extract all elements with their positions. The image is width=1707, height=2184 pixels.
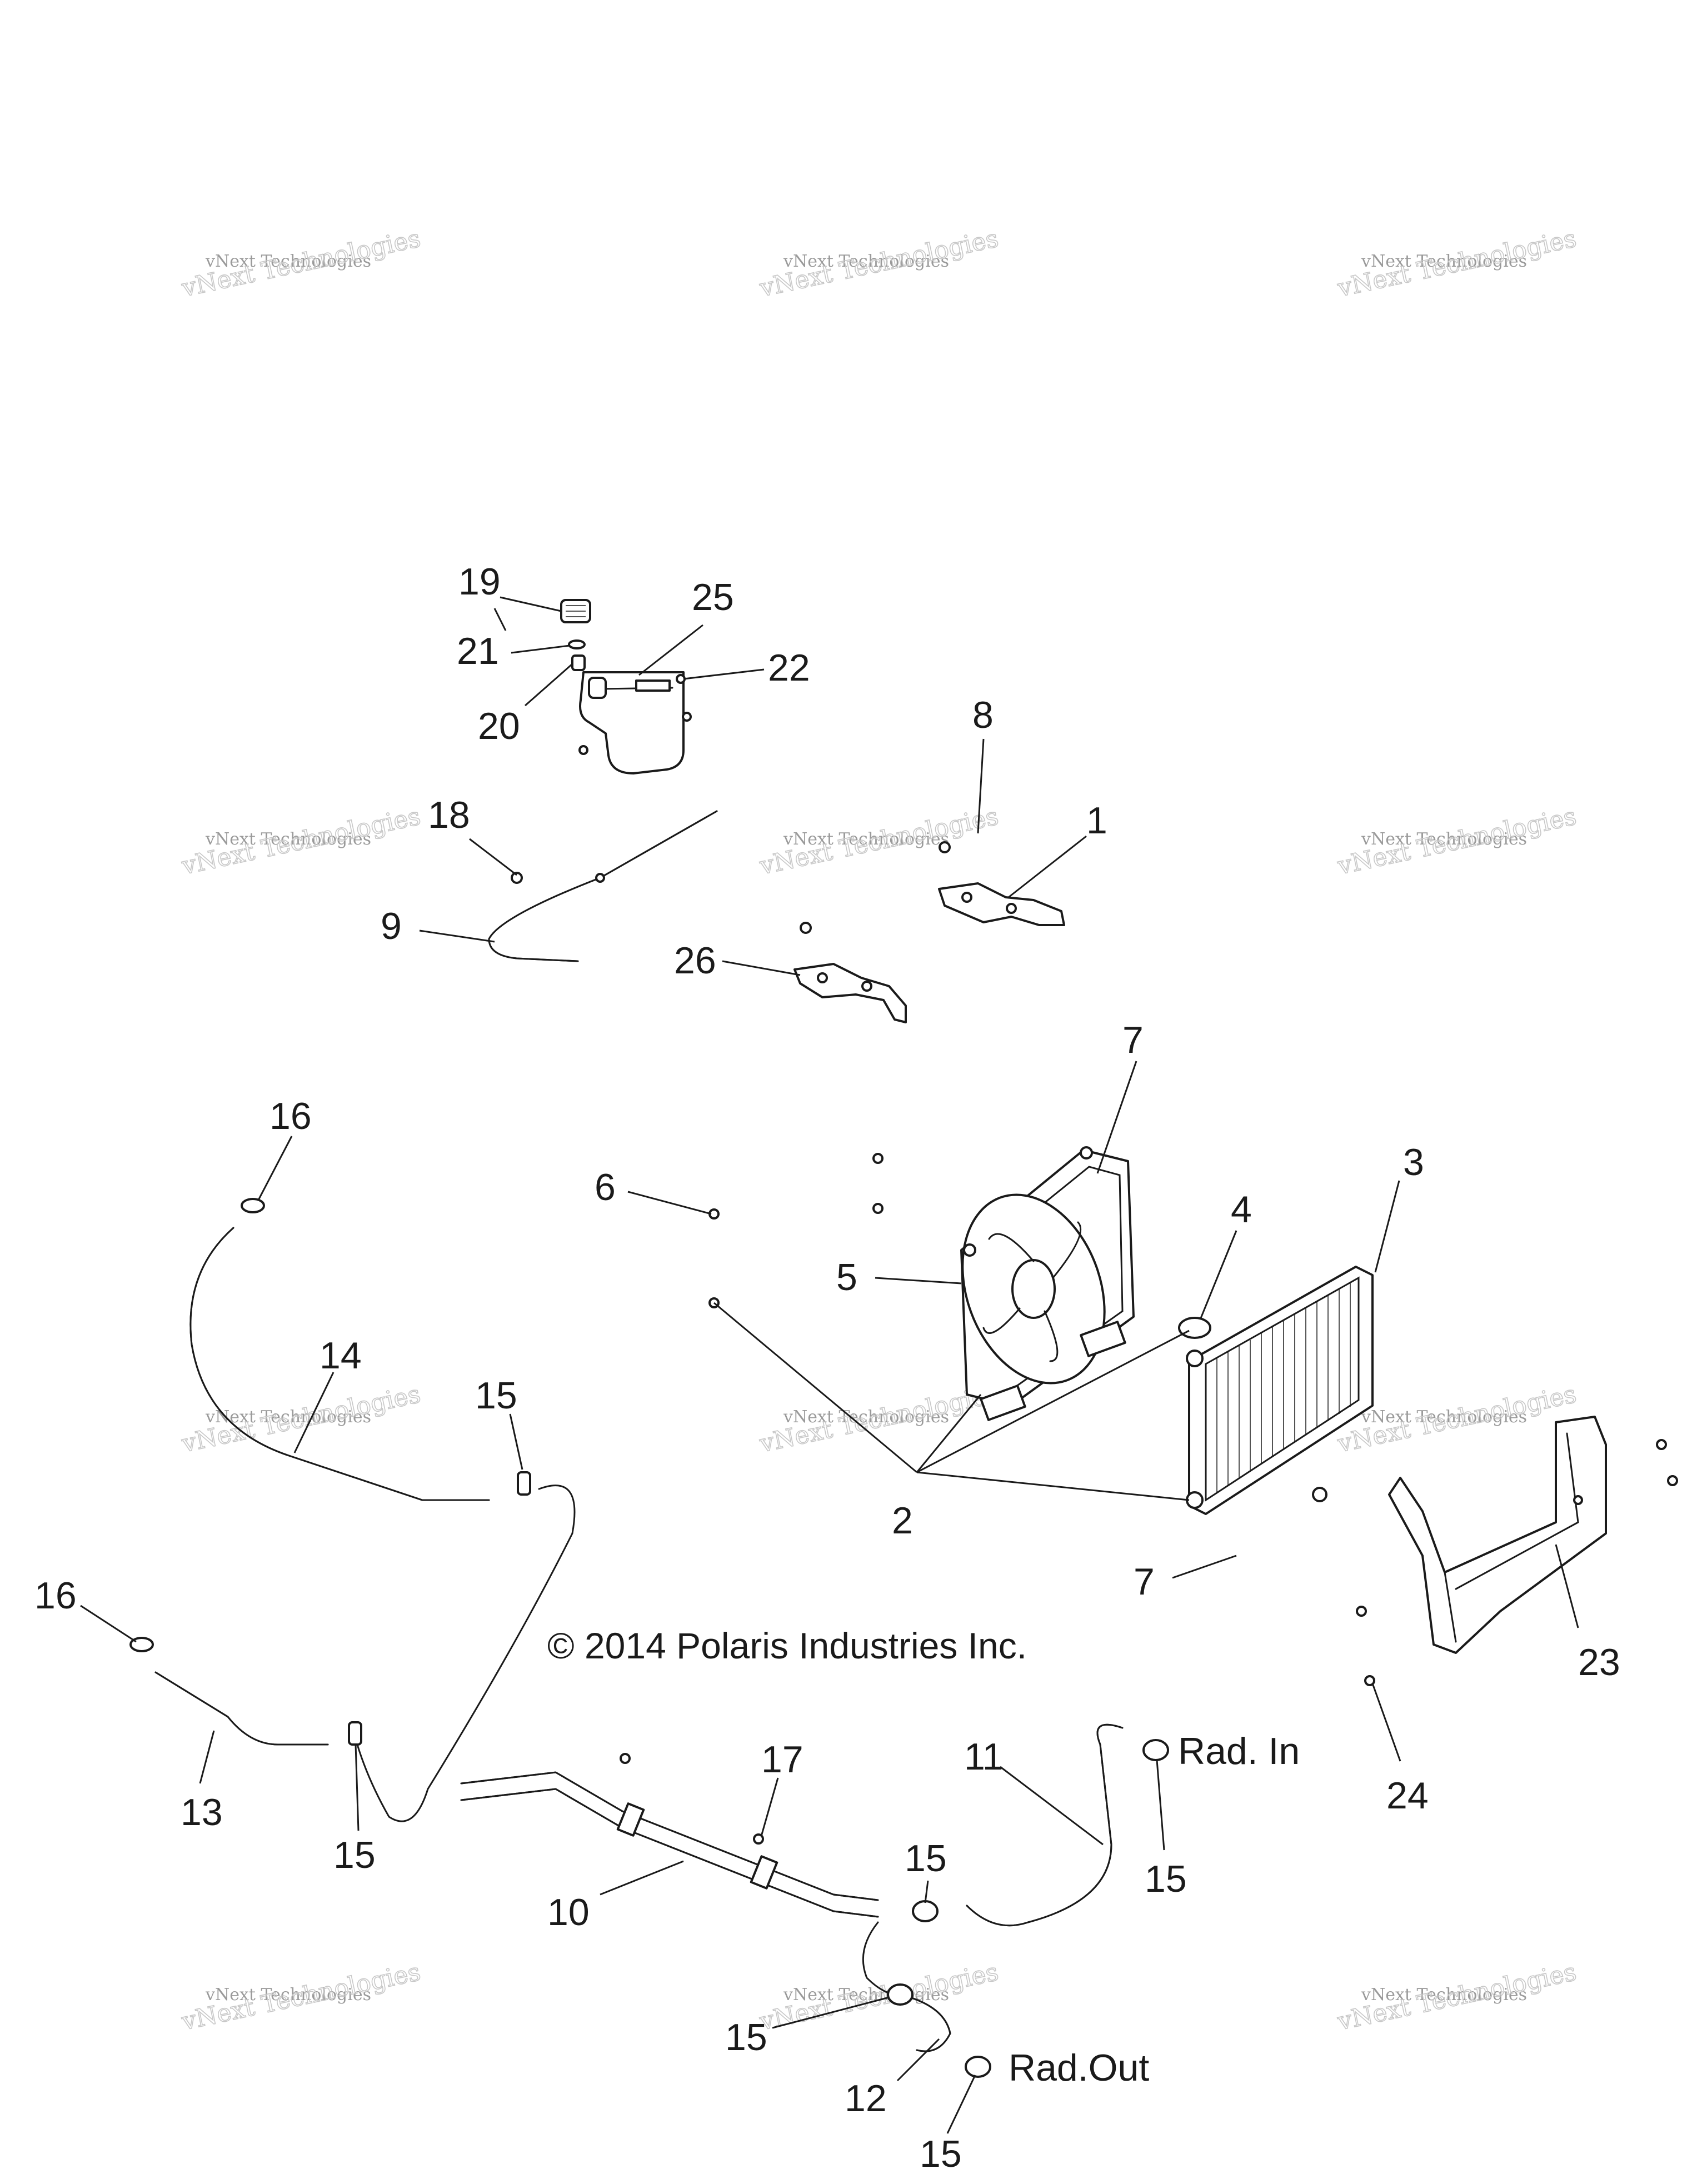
- callout-15: 15: [333, 1834, 376, 1876]
- svg-text:vNext Technologies: vNext Technologies: [783, 252, 949, 271]
- watermark: vNext Technologies vNext Technologies: [178, 802, 423, 881]
- svg-text:vNext Technologies: vNext Technologies: [1361, 252, 1527, 271]
- part-9-overflow-hose: [488, 810, 718, 962]
- svg-text:vNext Technologies: vNext Technologies: [205, 1985, 371, 2005]
- copyright-notice: © 2014 Polaris Industries Inc.: [547, 1625, 1027, 1666]
- part-26-bolt: [800, 922, 812, 934]
- watermark: vNext Technologies vNext Technologies: [178, 1957, 423, 2037]
- callout-24: 24: [1386, 1775, 1429, 1817]
- callout-1: 1: [1086, 799, 1107, 842]
- part-22-screws: [578, 674, 692, 755]
- svg-text:vNext Technologies: vNext Technologies: [783, 829, 949, 849]
- callout-12: 12: [845, 2077, 887, 2120]
- part-18-clip: [511, 872, 523, 884]
- svg-text:vNext Technologies: vNext Technologies: [783, 1407, 949, 1427]
- part-8-bolt: [939, 841, 951, 853]
- part-1-bracket: [938, 882, 1065, 926]
- part-17-screw: [753, 1833, 764, 1845]
- callout-16: 16: [269, 1095, 312, 1137]
- callout-22: 22: [768, 647, 810, 689]
- callout-4: 4: [1231, 1188, 1252, 1231]
- svg-text:vNext Technologies: vNext Technologies: [1361, 1985, 1527, 2005]
- part-24-screws: [1356, 1439, 1678, 1686]
- callout-19: 19: [458, 561, 501, 603]
- part-25-reservoir: [579, 671, 685, 774]
- callout-2: 2: [892, 1500, 913, 1542]
- svg-text:vNext Technologies: vNext Technologies: [1361, 1407, 1527, 1427]
- part-14-hose: [189, 1227, 490, 1501]
- part-12-hose: [899, 1993, 951, 2052]
- svg-text:vNext Technologies: vNext Technologies: [1361, 829, 1527, 849]
- part-26-bracket: [793, 963, 907, 1023]
- part-23-bracket: [1388, 1416, 1607, 1654]
- callout-15: 15: [1145, 1858, 1187, 1900]
- callout-11: 11: [964, 1736, 1004, 1778]
- part-20-neck: [571, 654, 586, 671]
- callout-23: 23: [1578, 1641, 1620, 1683]
- part-13-hose: [154, 1671, 329, 1746]
- callout-7: 7: [1122, 1019, 1144, 1061]
- callout-6: 6: [595, 1166, 616, 1208]
- part-16-clamp: [241, 1198, 265, 1213]
- svg-text:vNext Technologies: vNext Technologies: [205, 829, 371, 849]
- callout-15: 15: [475, 1375, 517, 1417]
- bleed-line: [355, 1485, 576, 1822]
- callout-18: 18: [428, 794, 470, 836]
- watermark: vNext Technologies vNext Technologies: [756, 1957, 1001, 2037]
- watermark: vNext Technologies vNext Technologies: [756, 224, 1001, 303]
- callout-10: 10: [547, 1891, 590, 1933]
- watermark: vNext Technologies vNext Technologies: [756, 1380, 1001, 1459]
- callout-15: 15: [920, 2133, 962, 2175]
- rad-out-label: Rad.Out: [1009, 2047, 1149, 2089]
- callout-5: 5: [836, 1256, 857, 1298]
- watermark: vNext Technologies vNext Technologies: [178, 1380, 423, 1459]
- watermark: vNext Technologies vNext Technologies: [178, 224, 423, 303]
- callout-15: 15: [905, 1837, 947, 1880]
- callout-20: 20: [478, 705, 520, 747]
- callout-7: 7: [1134, 1561, 1155, 1603]
- callout-3: 3: [1403, 1141, 1424, 1183]
- watermark: vNext Technologies vNext Technologies: [756, 802, 1001, 881]
- part-3-radiator: [1186, 1266, 1374, 1515]
- callout-21: 21: [457, 630, 499, 672]
- part-21-oring: [568, 639, 586, 649]
- part-11-hose: [966, 1723, 1124, 1927]
- watermark-grid: vNext Technologies vNext Technologies vN…: [178, 224, 1579, 2037]
- callout-9: 9: [381, 905, 402, 947]
- callout-17: 17: [761, 1738, 803, 1781]
- part-10-tube: [460, 1771, 879, 1918]
- callout-8: 8: [972, 694, 994, 736]
- part-5-fan-shroud: [960, 1146, 1135, 1421]
- part-17-screw: [620, 1753, 631, 1764]
- part-19-cap: [560, 599, 591, 623]
- callout-25: 25: [692, 576, 734, 618]
- leader-lines: [80, 596, 1579, 2134]
- callout-13: 13: [181, 1791, 223, 1833]
- callout-16: 16: [34, 1575, 77, 1617]
- callout-26: 26: [674, 939, 716, 982]
- callout-14: 14: [320, 1335, 362, 1377]
- part-15-clamps: [348, 1471, 1169, 2078]
- watermark: vNext Technologies vNext Technologies: [1334, 802, 1579, 881]
- part-4-rad-cap: [1178, 1317, 1211, 1339]
- radiator-fins: [1216, 1283, 1351, 1493]
- rad-in-label: Rad. In: [1178, 1730, 1300, 1772]
- callout-15: 15: [725, 2016, 767, 2058]
- watermark: vNext Technologies vNext Technologies: [1334, 224, 1579, 303]
- callout-labels: 19 25 21 22 20 8 18 1 9 26 7 16 6 3 4 5 …: [34, 561, 1620, 2175]
- svg-text:vNext Technologies: vNext Technologies: [205, 252, 371, 271]
- watermark: vNext Technologies vNext Technologies: [1334, 1957, 1579, 2037]
